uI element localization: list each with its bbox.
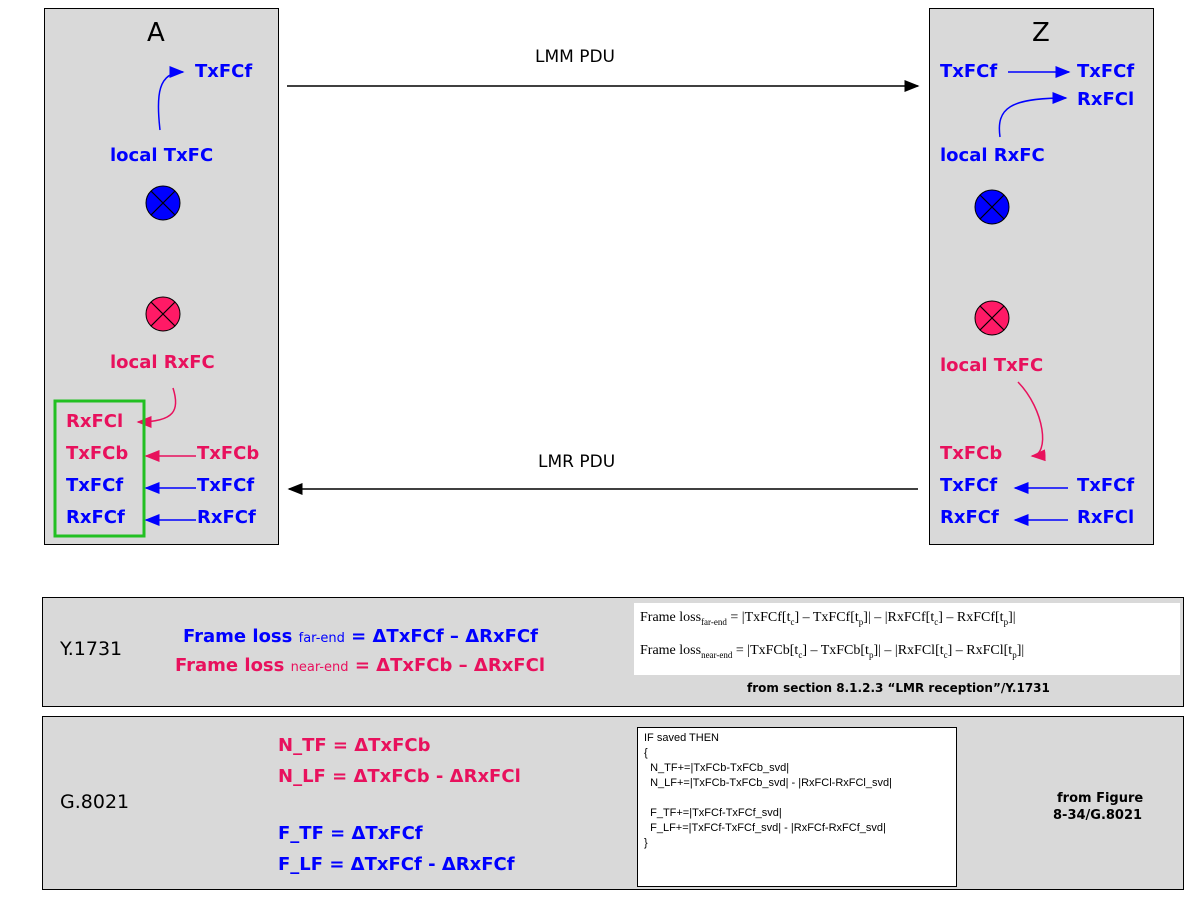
a-local-rx: local RxFC [110, 352, 215, 373]
z-in-txfcf: TxFCf [1077, 475, 1135, 496]
z-bottom-rxfcf: RxFCf [940, 507, 999, 528]
z-top-left: TxFCf [940, 61, 998, 82]
z-tx-curve [1017, 381, 1046, 462]
g8021-source-1: from Figure [1057, 791, 1144, 806]
a-top-txfcf: TxFCf [195, 61, 253, 82]
y1731-source: from section 8.1.2.3 “LMR reception”/Y.1… [747, 681, 1050, 695]
a-local-tx: local TxFC [110, 145, 214, 166]
a-box-txfcb: TxFCb [66, 443, 129, 464]
a-green-box [53, 399, 146, 538]
g8021-f-tf: F_TF = ΔTxFCf [278, 823, 423, 844]
a-rx-curve [136, 387, 177, 428]
code-line [644, 791, 950, 806]
node-z-title: Z [1032, 18, 1050, 48]
a-blue-circle [145, 185, 181, 221]
g8021-n-tf: N_TF = ΔTxFCb [278, 735, 431, 756]
y1731-far-end: Frame loss far-end = ΔTxFCf – ΔRxFCf [183, 626, 538, 647]
y1731-near-end: Frame loss near-end = ΔTxFCb – ΔRxFCl [175, 655, 545, 676]
g8021-panel [42, 716, 1184, 890]
code-line: F_LF+=|TxFCf-TxFCf_svd| - |RxFCf-RxFCf_s… [644, 822, 886, 834]
y1731-formula-near: Frame lossnear-end = |TxFCb[tc] – TxFCb[… [640, 643, 1025, 660]
z-top-right: TxFCf [1077, 61, 1135, 82]
a-red-circle [145, 296, 181, 332]
code-line: N_TF+=|TxFCb-TxFCb_svd| [644, 762, 790, 774]
y1731-formula-far: Frame lossfar-end = |TxFCf[tc] – TxFCf[t… [640, 610, 1016, 627]
code-line: } [644, 837, 648, 849]
z-bottom-txfcf: TxFCf [940, 475, 998, 496]
node-a-title: A [147, 18, 165, 48]
code-line: N_LF+=|TxFCb-TxFCb_svd| - |RxFCl-RxFCl_s… [644, 777, 892, 789]
a-in-txfcb: TxFCb [197, 443, 260, 464]
g8021-source-2: 8-34/G.8021 [1053, 808, 1143, 823]
a-box-txfcf: TxFCf [66, 475, 124, 496]
z-blue-circle [974, 189, 1010, 225]
z-red-circle [974, 300, 1010, 336]
g8021-name: G.8021 [60, 791, 130, 813]
lmr-label: LMR PDU [538, 452, 616, 472]
a-box-rxfcf: RxFCf [66, 507, 125, 528]
g8021-f-lf: F_LF = ΔTxFCf - ΔRxFCf [278, 854, 515, 875]
g8021-n-lf: N_LF = ΔTxFCb - ΔRxFCl [278, 766, 521, 787]
z-bottom-txfcb: TxFCb [940, 443, 1003, 464]
z-in-rxfcl: RxFCl [1077, 507, 1135, 528]
a-box-rxfcl: RxFCl [66, 411, 124, 432]
z-rx-curve [998, 92, 1068, 138]
a-in-rxfcf: RxFCf [197, 507, 256, 528]
z-top-right2: RxFCl [1077, 89, 1135, 110]
code-line: IF saved THEN [644, 732, 719, 744]
a-tx-curve [157, 66, 185, 131]
y1731-name: Y.1731 [60, 638, 123, 660]
z-local-tx: local TxFC [940, 355, 1044, 376]
a-in-txfcf: TxFCf [197, 475, 255, 496]
code-line: { [644, 747, 648, 759]
diagram-graphics [53, 66, 1071, 538]
z-local-rx: local RxFC [940, 145, 1045, 166]
g8021-code-box: IF saved THEN { N_TF+=|TxFCb-TxFCb_svd| … [637, 727, 957, 887]
code-line: F_TF+=|TxFCf-TxFCf_svd| [644, 807, 782, 819]
lmm-label: LMM PDU [535, 47, 615, 67]
y1731-formula-box [634, 603, 1180, 675]
